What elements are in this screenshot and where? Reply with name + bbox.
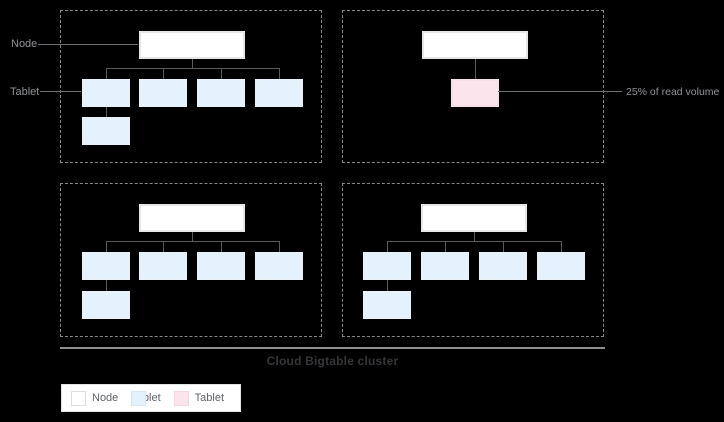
tablet-box (363, 291, 411, 319)
node-annotation-line (38, 44, 138, 45)
connector-line (387, 241, 562, 242)
tablet-annotation-line (40, 91, 81, 92)
tablet-box (82, 117, 130, 145)
tablet-box (421, 252, 469, 280)
tablet-box (363, 252, 411, 280)
hot-tablet-swatch-icon (173, 390, 189, 406)
tablet-box (537, 252, 585, 280)
node-box (139, 31, 245, 59)
connector-line (221, 241, 222, 252)
connector-line (192, 232, 193, 241)
legend-label: Node (92, 392, 119, 404)
connector-line (106, 241, 280, 242)
node-group-top-right (342, 10, 604, 163)
node-swatch-icon (71, 390, 86, 406)
connector-line (106, 68, 280, 69)
read-volume-annotation-line (498, 91, 622, 92)
tablet-box (197, 252, 245, 280)
legend: Node Tablet Tablet (61, 384, 241, 412)
node-group-bottom-left (60, 183, 322, 337)
connector-line (279, 241, 280, 252)
connector-line (503, 241, 504, 252)
node-box (421, 204, 527, 232)
tablet-box (82, 79, 130, 107)
legend-item-node: Node (71, 390, 119, 406)
connector-line (445, 241, 446, 252)
connector-line (475, 59, 476, 79)
tablet-swatch-icon (131, 390, 147, 406)
tablet-box (255, 79, 303, 107)
hot-tablet-box (451, 79, 499, 107)
tablet-box (479, 252, 527, 280)
tablet-annotation-label: Tablet (10, 86, 40, 98)
node-annotation-label: Node (11, 38, 38, 50)
tablet-box (82, 291, 130, 319)
node-box (422, 31, 528, 59)
legend-item-tablet: Tablet (131, 390, 161, 406)
cluster-bracket-line (60, 347, 605, 349)
node-group-top-left (60, 10, 322, 163)
tablet-box (139, 79, 187, 107)
cluster-label: Cloud Bigtable cluster (266, 354, 399, 368)
connector-line (192, 59, 193, 68)
connector-line (106, 280, 107, 291)
read-volume-annotation-label: 25% of read volume (626, 86, 720, 98)
legend-label: Tablet (194, 392, 225, 404)
connector-line (279, 68, 280, 79)
connector-line (387, 280, 388, 291)
connector-line (221, 68, 222, 79)
connector-line (474, 232, 475, 241)
connector-line (163, 241, 164, 252)
legend-item-hot-tablet: Tablet (173, 390, 225, 406)
connector-line (561, 241, 562, 252)
connector-line (106, 68, 107, 79)
connector-line (106, 241, 107, 252)
tablet-box (82, 252, 130, 280)
tablet-box (255, 252, 303, 280)
connector-line (163, 68, 164, 79)
connector-line (106, 107, 107, 117)
tablet-box (197, 79, 245, 107)
node-box (139, 204, 245, 232)
node-group-bottom-right (342, 183, 604, 337)
tablet-box (139, 252, 187, 280)
connector-line (387, 241, 388, 252)
